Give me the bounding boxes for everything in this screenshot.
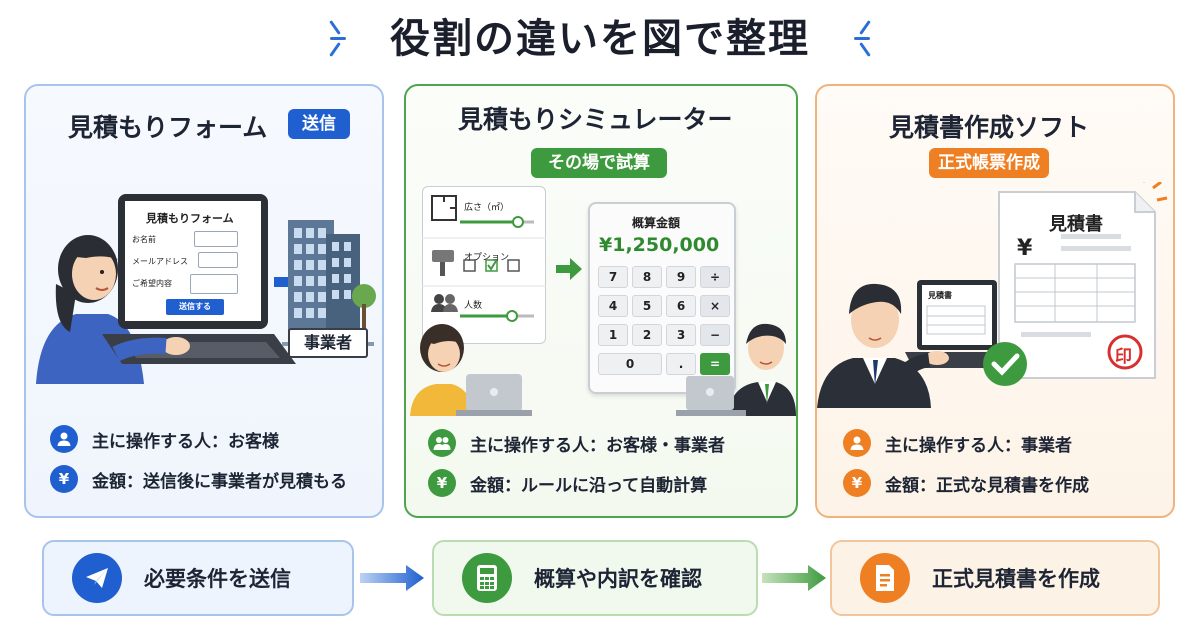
soft-operator-row: 主に操作する人：事業者: [843, 428, 1072, 458]
mock-email-field: [198, 252, 238, 268]
yen-icon: ¥: [843, 469, 871, 497]
step-arrow-icon: [360, 565, 424, 591]
simulator-badge: その場で試算: [531, 148, 667, 178]
sim-amount-text: 金額：ルールに沿って自動計算: [470, 475, 708, 496]
mock-email-label: メールアドレス: [132, 257, 188, 266]
control-people-label: 人数: [464, 301, 483, 311]
calc-key: 0: [598, 353, 662, 375]
step-send-label: 必要条件を送信: [144, 567, 291, 591]
title-deco-left: [330, 37, 346, 40]
form-panel-title: 見積もりフォーム: [68, 113, 268, 142]
form-panel: 見積もりフォーム 送信: [24, 84, 384, 518]
calc-key: ÷: [700, 266, 730, 288]
step-arrow-icon: [762, 565, 826, 591]
form-illustration: [36, 194, 376, 384]
calc-key: ×: [700, 295, 730, 317]
step-check: 概算や内訳を確認: [432, 540, 758, 616]
doc-stamp: 印: [1115, 347, 1132, 367]
mock-request-label: ご希望内容: [132, 279, 172, 288]
sim-operator-text: 主に操作する人：お客様・事業者: [470, 435, 725, 456]
calculator-icon: [462, 553, 512, 603]
software-panel: 見積書作成ソフト 正式帳票作成: [815, 84, 1175, 518]
form-amount-text: 金額：送信後に事業者が見積もる: [92, 471, 347, 492]
person-icon: [843, 429, 871, 457]
step-create-label: 正式見積書を作成: [932, 567, 1100, 591]
soft-amount-text: 金額：正式な見積書を作成: [885, 475, 1089, 496]
simulator-panel-title: 見積もりシミュレーター: [458, 105, 733, 134]
controls-illustration: [422, 195, 546, 322]
simulator-panel: 見積もりシミュレーター その場で試算 広さ（㎡） オプション 人数 概算金額 ¥…: [404, 84, 798, 518]
yen-icon: ¥: [50, 465, 78, 493]
group-icon: [428, 429, 456, 457]
control-option-label: オプション: [464, 253, 510, 263]
calc-key: .: [666, 353, 696, 375]
calc-key: 9: [666, 266, 696, 288]
soft-amount-row: ¥ 金額：正式な見積書を作成: [843, 468, 1089, 498]
calc-label: 概算金額: [632, 216, 681, 230]
calc-key: 5: [632, 295, 662, 317]
sim-amount-row: ¥ 金額：ルールに沿って自動計算: [428, 468, 707, 498]
paper-plane-icon: [72, 553, 122, 603]
calc-key: 3: [666, 324, 696, 346]
control-area-label: 広さ（㎡）: [464, 203, 510, 213]
person-icon: [50, 425, 78, 453]
sim-operator-row: 主に操作する人：お客様・事業者: [428, 428, 725, 458]
sim-arrow-icon: [556, 258, 582, 280]
step-create: 正式見積書を作成: [830, 540, 1160, 616]
calc-key: =: [700, 353, 730, 375]
software-badge: 正式帳票作成: [929, 148, 1049, 178]
sim-people-illustration: [410, 323, 796, 416]
mock-name-field: [194, 231, 238, 247]
title-deco-right: [854, 37, 870, 40]
step-check-label: 概算や内訳を確認: [534, 567, 702, 591]
software-panel-title: 見積書作成ソフト: [889, 113, 1090, 142]
calc-key: 7: [598, 266, 628, 288]
yen-icon: ¥: [428, 469, 456, 497]
business-label: 事業者: [288, 328, 368, 358]
mock-form-heading: 見積もりフォーム: [146, 212, 234, 225]
form-operator-row: 主に操作する人：お客様: [50, 424, 279, 454]
mock-request-field: [190, 274, 238, 294]
calc-key: −: [700, 324, 730, 346]
form-operator-text: 主に操作する人：お客様: [92, 431, 279, 452]
laptop-doc-title: 見積書: [928, 291, 952, 300]
doc-yen: ¥: [1017, 236, 1033, 261]
step-send: 必要条件を送信: [42, 540, 354, 616]
page-title: 役割の違いを図で整理: [390, 16, 810, 62]
calc-key: 6: [666, 295, 696, 317]
calc-key: 2: [632, 324, 662, 346]
calc-key: 4: [598, 295, 628, 317]
mock-name-label: お名前: [132, 235, 156, 244]
software-illustration: [817, 182, 1168, 408]
doc-title: 見積書: [1049, 214, 1103, 235]
document-icon: [860, 553, 910, 603]
form-badge: 送信: [288, 109, 350, 139]
calc-key: 1: [598, 324, 628, 346]
form-amount-row: ¥ 金額：送信後に事業者が見積もる: [50, 464, 347, 494]
calc-amount: ¥1,250,000: [599, 234, 720, 256]
soft-operator-text: 主に操作する人：事業者: [885, 435, 1072, 456]
mock-submit-button: 送信する: [166, 299, 224, 315]
calc-key: 8: [632, 266, 662, 288]
